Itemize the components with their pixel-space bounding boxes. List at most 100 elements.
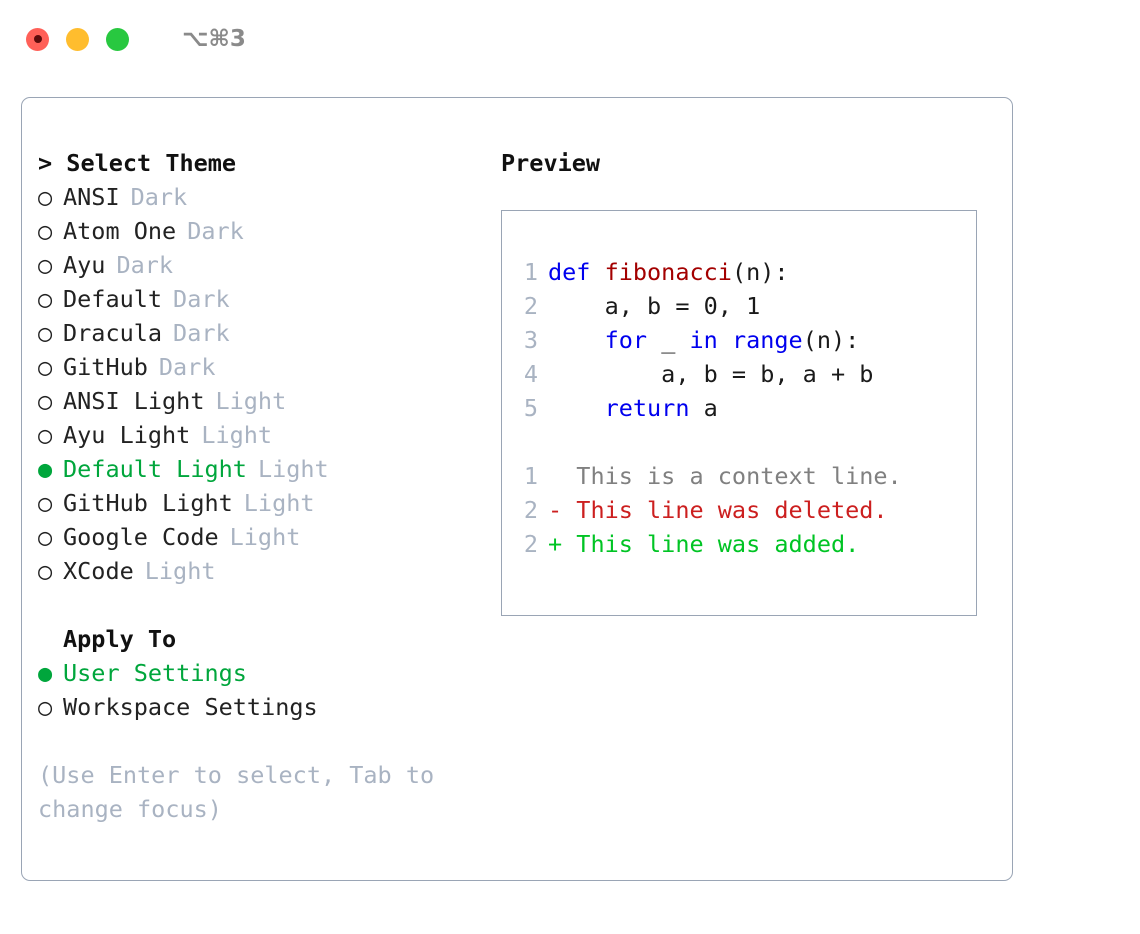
theme-option-kind: Light bbox=[229, 523, 301, 551]
radio-unselected-icon: ○ bbox=[38, 421, 53, 449]
code-line-content: a, b = 0, 1 bbox=[548, 289, 761, 323]
code-token: a, b = 0, 1 bbox=[548, 292, 761, 320]
code-token: for bbox=[604, 326, 648, 354]
diff-line-content: + This line was added. bbox=[548, 530, 860, 558]
code-line-content: for _ in range(n): bbox=[548, 323, 860, 357]
theme-option-ayu[interactable]: ○ Ayu Dark bbox=[38, 248, 498, 282]
radio-unselected-icon: ○ bbox=[38, 489, 53, 517]
code-token: _ bbox=[647, 326, 690, 354]
keyboard-hint: (Use Enter to select, Tab to change focu… bbox=[38, 761, 449, 823]
code-token: fibonacci bbox=[604, 258, 732, 286]
apply-to-option-label: Workspace Settings bbox=[63, 693, 318, 721]
theme-option-label: Default Light bbox=[63, 455, 247, 483]
theme-option-ansi-light[interactable]: ○ ANSI Light Light bbox=[38, 384, 498, 418]
theme-option-kind: Light bbox=[215, 387, 287, 415]
code-token: (n): bbox=[731, 258, 789, 286]
apply-to-option-user-settings[interactable]: ● User Settings bbox=[38, 656, 498, 690]
theme-option-label: Ayu bbox=[63, 251, 106, 279]
code-line-number: 4 bbox=[523, 360, 538, 388]
apply-to-option-workspace-settings[interactable]: ○ Workspace Settings bbox=[38, 690, 498, 724]
theme-option-kind: Light bbox=[257, 455, 329, 483]
close-window-button[interactable] bbox=[26, 27, 49, 51]
theme-option-label: Default bbox=[63, 285, 163, 313]
code-token: range bbox=[731, 326, 803, 354]
radio-selected-icon: ● bbox=[38, 659, 53, 687]
apply-to-list: ● User Settings ○ Workspace Settings bbox=[38, 656, 498, 724]
theme-option-label: XCode bbox=[63, 557, 134, 585]
code-line-content: a, b = b, a + b bbox=[548, 357, 873, 391]
code-token: a bbox=[689, 394, 718, 422]
theme-option-kind: Dark bbox=[187, 217, 244, 245]
window-title: ⌥⌘3 bbox=[182, 26, 246, 52]
code-token: def bbox=[548, 258, 605, 286]
theme-option-label: Google Code bbox=[63, 523, 219, 551]
code-line-content: def fibonacci(n): bbox=[548, 255, 789, 289]
code-line-number: 5 bbox=[523, 394, 538, 422]
code-line-content: return a bbox=[548, 391, 718, 425]
radio-unselected-icon: ○ bbox=[38, 523, 53, 551]
code-line-number: 1 bbox=[523, 258, 538, 286]
code-line: 4 a, b = b, a + b bbox=[502, 357, 976, 391]
code-line-number: 2 bbox=[523, 292, 538, 320]
code-diff-separator bbox=[502, 425, 976, 459]
theme-option-label: GitHub bbox=[63, 353, 148, 381]
maximize-window-button[interactable] bbox=[106, 27, 129, 51]
preview-header: Preview bbox=[501, 149, 601, 177]
theme-option-kind: Dark bbox=[130, 183, 188, 211]
diff-line: 1 This is a context line. bbox=[502, 459, 976, 493]
radio-unselected-icon: ○ bbox=[38, 557, 53, 585]
theme-option-default-light[interactable]: ● Default Light Light bbox=[38, 452, 498, 486]
theme-option-label: ANSI Light bbox=[63, 387, 205, 415]
theme-option-kind: Dark bbox=[116, 251, 174, 279]
theme-option-kind: Dark bbox=[173, 319, 230, 347]
diff-line: 2- This line was deleted. bbox=[502, 493, 976, 527]
code-token bbox=[718, 326, 732, 354]
code-token: return bbox=[604, 394, 690, 422]
code-token bbox=[548, 394, 605, 422]
theme-option-kind: Dark bbox=[158, 353, 216, 381]
code-token: (n): bbox=[802, 326, 860, 354]
code-line: 1 def fibonacci(n): bbox=[502, 255, 976, 289]
theme-option-github-light[interactable]: ○ GitHub Light Light bbox=[38, 486, 498, 520]
radio-unselected-icon: ○ bbox=[38, 319, 53, 347]
code-line-number: 3 bbox=[523, 326, 538, 354]
code-token: in bbox=[689, 326, 718, 354]
theme-option-kind: Light bbox=[144, 557, 216, 585]
diff-line: 2 + This line was added. bbox=[502, 527, 976, 561]
code-line: 3 for _ in range(n): bbox=[502, 323, 976, 357]
minimize-window-button[interactable] bbox=[66, 27, 89, 51]
diff-lines: 1 This is a context line.2- This line wa… bbox=[502, 459, 976, 561]
theme-option-kind: Light bbox=[201, 421, 273, 449]
theme-option-label: ANSI bbox=[63, 183, 120, 211]
radio-unselected-icon: ○ bbox=[38, 251, 53, 279]
radio-unselected-icon: ○ bbox=[38, 387, 53, 415]
theme-option-xcode[interactable]: ○ XCode Light bbox=[38, 554, 498, 588]
apply-to-option-label: User Settings bbox=[63, 659, 247, 687]
code-line: 2 a, b = 0, 1 bbox=[502, 289, 976, 323]
radio-unselected-icon: ○ bbox=[38, 693, 53, 721]
theme-option-kind: Light bbox=[243, 489, 315, 517]
theme-option-google-code[interactable]: ○ Google Code Light bbox=[38, 520, 498, 554]
traffic-lights bbox=[26, 27, 129, 51]
radio-selected-icon: ● bbox=[38, 455, 53, 483]
diff-line-number: 2 bbox=[523, 496, 538, 524]
radio-unselected-icon: ○ bbox=[38, 285, 53, 313]
theme-option-label: Atom One bbox=[63, 217, 177, 245]
select-theme-header: > Select Theme bbox=[38, 149, 237, 177]
title-bar: ⌥⌘3 bbox=[0, 0, 1140, 78]
theme-option-label: GitHub Light bbox=[63, 489, 233, 517]
diff-line-number: 2 bbox=[523, 530, 538, 558]
